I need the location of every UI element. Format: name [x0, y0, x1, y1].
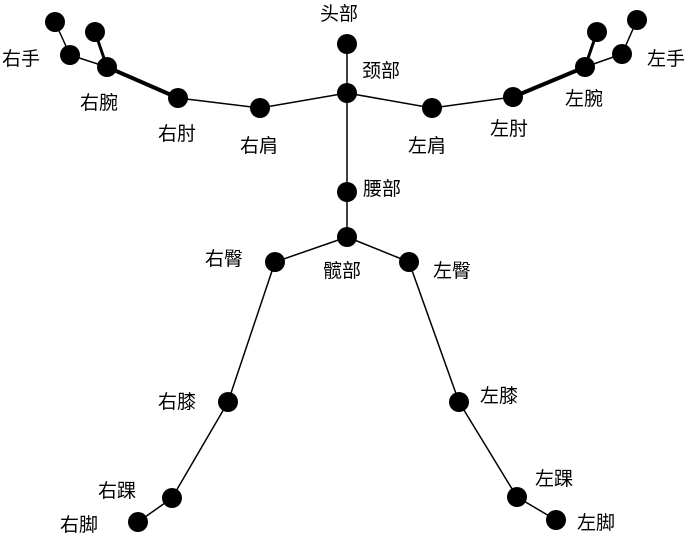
joint-hip — [337, 227, 357, 247]
joint-head — [337, 34, 357, 54]
bone-r_hip-r_knee — [227, 261, 276, 403]
joint-r-thumb — [85, 22, 105, 42]
label-left-elbow: 左肘 — [490, 118, 529, 140]
bone-hip-r_hip — [274, 236, 348, 263]
joint-l-thumb — [587, 22, 607, 42]
bone-r_shoulder-r_elbow — [177, 97, 261, 109]
joint-l-hand — [612, 44, 632, 64]
label-right-hand: 右手 — [2, 48, 41, 70]
label-left-hip: 左臀 — [433, 260, 472, 282]
label-hip: 髋部 — [323, 260, 362, 282]
bone-l_elbow-l_wrist — [512, 65, 586, 99]
joint-r-hand — [60, 45, 80, 65]
bone-l_shoulder-l_elbow — [431, 96, 514, 109]
joint-r-tip — [45, 12, 65, 32]
label-right-shoulder: 右肩 — [240, 135, 279, 157]
label-left-knee: 左膝 — [480, 385, 519, 407]
joint-l-knee — [449, 392, 469, 412]
bone-hip-l_hip — [346, 236, 410, 263]
joint-l-foot — [546, 510, 566, 530]
bone-l_knee-l_ankle — [458, 401, 518, 498]
joint-l-wrist — [575, 57, 595, 77]
label-right-hip: 右臀 — [205, 248, 244, 270]
joint-r-wrist — [97, 57, 117, 77]
bone-l_hip-l_knee — [408, 261, 460, 403]
bone-neck-r_shoulder — [259, 92, 348, 109]
joint-r-foot — [128, 512, 148, 532]
label-left-shoulder: 左肩 — [408, 135, 447, 157]
joint-r-shoulder — [250, 98, 270, 118]
label-right-wrist: 右腕 — [80, 92, 119, 114]
joint-neck — [337, 83, 357, 103]
joint-l-ankle — [507, 487, 527, 507]
bone-neck-l_shoulder — [346, 92, 433, 109]
joint-spine — [337, 182, 357, 202]
joint-r-ankle — [162, 488, 182, 508]
label-spine: 腰部 — [363, 178, 402, 200]
label-left-hand: 左手 — [647, 48, 686, 70]
joint-l-tip — [627, 10, 647, 30]
label-right-knee: 右膝 — [158, 391, 197, 413]
joint-r-elbow — [168, 88, 188, 108]
joint-l-shoulder — [422, 98, 442, 118]
label-right-elbow: 右肘 — [158, 123, 197, 145]
label-right-ankle: 右踝 — [98, 480, 137, 502]
label-right-foot: 右脚 — [60, 514, 99, 536]
bone-r_knee-r_ankle — [171, 401, 229, 499]
label-head: 头部 — [320, 3, 359, 25]
label-neck: 颈部 — [362, 60, 401, 82]
joint-l-hip — [399, 252, 419, 272]
joint-r-knee — [218, 392, 238, 412]
label-left-wrist: 左腕 — [565, 88, 604, 110]
joint-r-hip — [265, 252, 285, 272]
label-left-foot: 左脚 — [577, 512, 616, 534]
joint-l-elbow — [503, 87, 523, 107]
bone-r_elbow-r_wrist — [106, 65, 179, 100]
label-left-ankle: 左踝 — [535, 468, 574, 490]
